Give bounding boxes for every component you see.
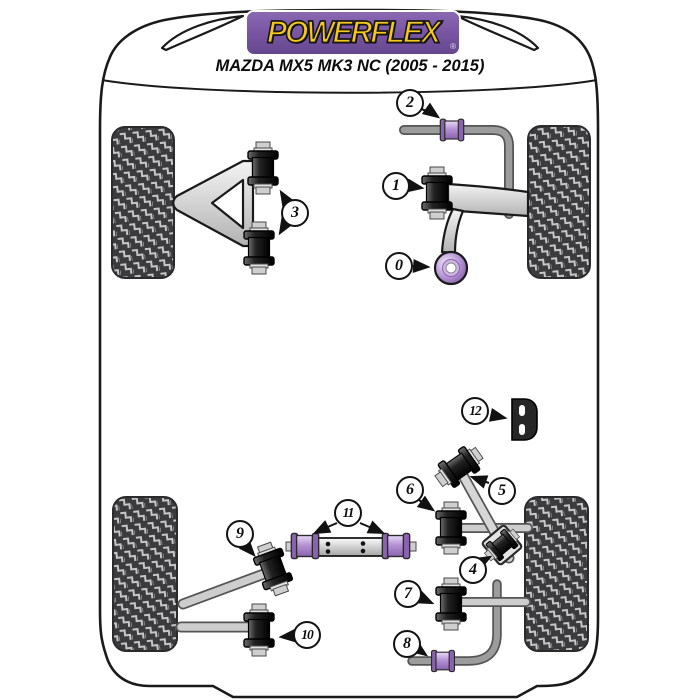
subframe-hole: [325, 541, 331, 547]
tire-front-right: [527, 125, 591, 279]
arrow-2: [420, 102, 441, 119]
cowl-line: [101, 79, 598, 94]
callout-8: 8: [393, 630, 421, 658]
callout-11: 11: [334, 499, 362, 527]
vehicle-title: MAZDA MX5 MK3 NC (2005 - 2015): [215, 57, 485, 75]
tire-rear-right: [524, 496, 589, 652]
subframe-hole: [360, 548, 366, 554]
arrow-11-left: [312, 520, 338, 535]
front-wishbone-assembly: [172, 141, 279, 275]
rear-lateral-arm-bush: [243, 603, 275, 657]
tires: [111, 125, 591, 652]
front-lower-arm-strut: [440, 207, 465, 255]
bracket-body: [511, 398, 538, 441]
rear-upper-arm-bush: [435, 501, 467, 555]
callout-12: 12: [461, 397, 489, 425]
headlight-right: [455, 14, 540, 52]
powerflex-logo-banner: POWERFLEX ®: [247, 12, 459, 54]
rear-diagonal-arm-bush: [429, 440, 489, 494]
front-arm-front-bush: [421, 166, 453, 220]
subframe-hole: [360, 541, 366, 546]
arrow-11-right: [359, 520, 386, 535]
subframe-hole: [325, 549, 331, 554]
front-right-assembly: [399, 118, 530, 286]
callout-2: 2: [396, 89, 424, 117]
rear-left-assembly: [175, 532, 417, 657]
subframe-mount-bush-left: [290, 532, 320, 560]
front-antiroll-bar-bush: [439, 118, 465, 142]
arrow-8: [409, 640, 429, 657]
callout-3: 3: [281, 199, 309, 227]
callout-0: 0: [385, 252, 413, 280]
arrow-0: [412, 259, 431, 273]
registered-trademark-icon: ®: [450, 42, 456, 51]
callout-6: 6: [396, 476, 424, 504]
arrow-10: [278, 628, 297, 643]
powerflex-logo-text: POWERFLEX: [266, 14, 442, 50]
rear-antiroll-bar-bush: [430, 649, 456, 673]
bracket-slot-top: [519, 405, 525, 416]
front-arm-rear-bush-bore: [445, 262, 457, 274]
arrow-9: [238, 539, 256, 557]
callout-9: 9: [226, 520, 254, 548]
arrow-12: [488, 408, 508, 422]
subframe-mount-bush-right: [381, 532, 411, 560]
callout-4: 4: [459, 556, 487, 584]
rear-trailing-arm: [179, 567, 276, 608]
arrow-7: [415, 590, 435, 605]
tire-front-left: [111, 126, 175, 279]
tire-rear-left: [112, 496, 178, 652]
arrow-5: [469, 475, 490, 489]
callout-1: 1: [382, 172, 410, 200]
diff-mount-bracket: [511, 398, 538, 441]
headlight-left: [160, 14, 245, 52]
rear-right-assembly: [407, 440, 533, 673]
arrow-3-lower: [278, 216, 294, 236]
rear-lower-arm-bush: [435, 577, 467, 631]
front-lower-wishbone: [172, 159, 255, 248]
arrow-1: [406, 178, 425, 193]
callout-10: 10: [293, 621, 321, 649]
front-antiroll-bar: [400, 126, 513, 218]
chassis-silhouette: [98, 8, 600, 699]
car-body-outline: [98, 8, 600, 699]
arrow-6: [416, 495, 436, 512]
rear-antiroll-bar: [409, 581, 500, 664]
callout-7: 7: [394, 580, 422, 608]
callout-5: 5: [488, 477, 516, 505]
bracket-slot-bottom: [519, 424, 525, 435]
